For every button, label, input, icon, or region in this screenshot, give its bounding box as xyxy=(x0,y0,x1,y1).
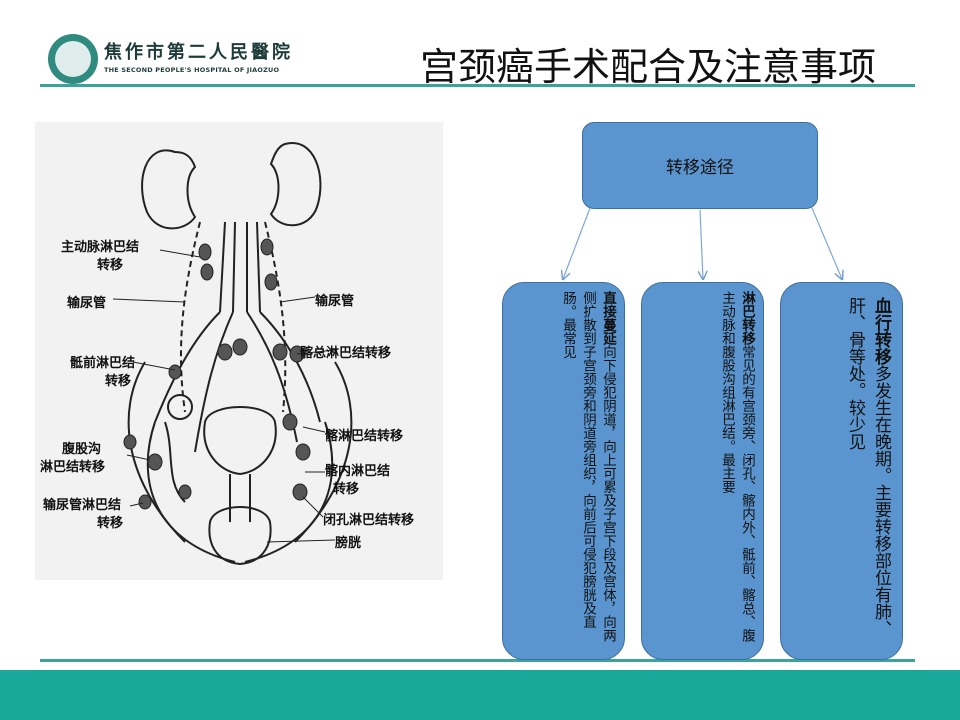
anatomy-diagram: 主动脉淋巴结 转移 输尿管 输尿管 骶前淋巴结 转移 髂总淋巴结转移 髂淋巴结转… xyxy=(35,122,443,580)
footer-rule xyxy=(40,659,915,662)
label-aortic-1: 主动脉淋巴结 xyxy=(61,240,140,255)
label-presacral-2: 转移 xyxy=(105,374,132,389)
lymph-metastasis-box: 淋巴转移常见的有宫颈旁、闭孔、髂内外、骶前、髂总、腹主动脉和腹股沟组淋巴结。最主… xyxy=(641,282,764,660)
blood-metastasis-title: 血行转移 xyxy=(871,297,891,365)
footer-bar xyxy=(0,670,960,720)
label-common-iliac: 髂总淋巴结转移 xyxy=(300,346,392,361)
blood-metastasis-text: 多发生在晚期。主要转移部位有肺、肝、骨等处。较少见 xyxy=(845,297,891,637)
blood-metastasis-box: 血行转移多发生在晚期。主要转移部位有肺、肝、骨等处。较少见 xyxy=(780,282,903,660)
direct-spread-box: 直接蔓延向下侵犯阴道，向上可累及子宫下段及宫体，向两侧扩散到子宫颈旁和阴道旁组织… xyxy=(502,282,625,660)
label-presacral-1: 骶前淋巴结 xyxy=(70,356,136,371)
label-internal-iliac-2: 转移 xyxy=(333,482,360,497)
label-bladder: 膀胱 xyxy=(335,536,362,551)
label-inguinal-2: 淋巴结转移 xyxy=(40,460,106,475)
hospital-logo xyxy=(48,34,98,84)
header-rule xyxy=(40,84,915,87)
metastasis-root-box: 转移途径 xyxy=(582,122,818,209)
label-aortic-2: 转移 xyxy=(97,258,124,273)
slide-title: 宫颈癌手术配合及注意事项 xyxy=(420,45,877,89)
label-iliac: 髂淋巴结转移 xyxy=(325,429,404,444)
label-obturator: 闭孔淋巴结转移 xyxy=(323,513,415,528)
label-ureteral-1: 输尿管淋巴结 xyxy=(43,498,122,513)
direct-spread-title: 直接蔓延 xyxy=(600,291,616,345)
anatomy-illustration xyxy=(112,141,353,566)
label-inguinal-1: 腹股沟 xyxy=(62,442,102,457)
metastasis-root-label: 转移途径 xyxy=(666,158,734,178)
label-ureter-left: 输尿管 xyxy=(67,296,107,311)
label-ureter-right: 输尿管 xyxy=(315,294,355,309)
direct-spread-text: 向下侵犯阴道，向上可累及子宫下段及宫体，向两侧扩散到子宫颈旁和阴道旁组织，向前后… xyxy=(560,291,616,642)
lymph-metastasis-title: 淋巴转移 xyxy=(739,291,755,345)
hospital-name-en: THE SECOND PEOPLE'S HOSPITAL OF JIAOZUO xyxy=(104,66,280,74)
lymph-metastasis-text: 常见的有宫颈旁、闭孔、髂内外、骶前、髂总、腹主动脉和腹股沟组淋巴结。最主要 xyxy=(719,291,755,642)
label-internal-iliac-1: 髂内淋巴结 xyxy=(325,464,391,479)
label-ureteral-2: 转移 xyxy=(97,516,124,531)
hospital-name-cn: 焦作市第二人民醫院 xyxy=(104,42,293,63)
